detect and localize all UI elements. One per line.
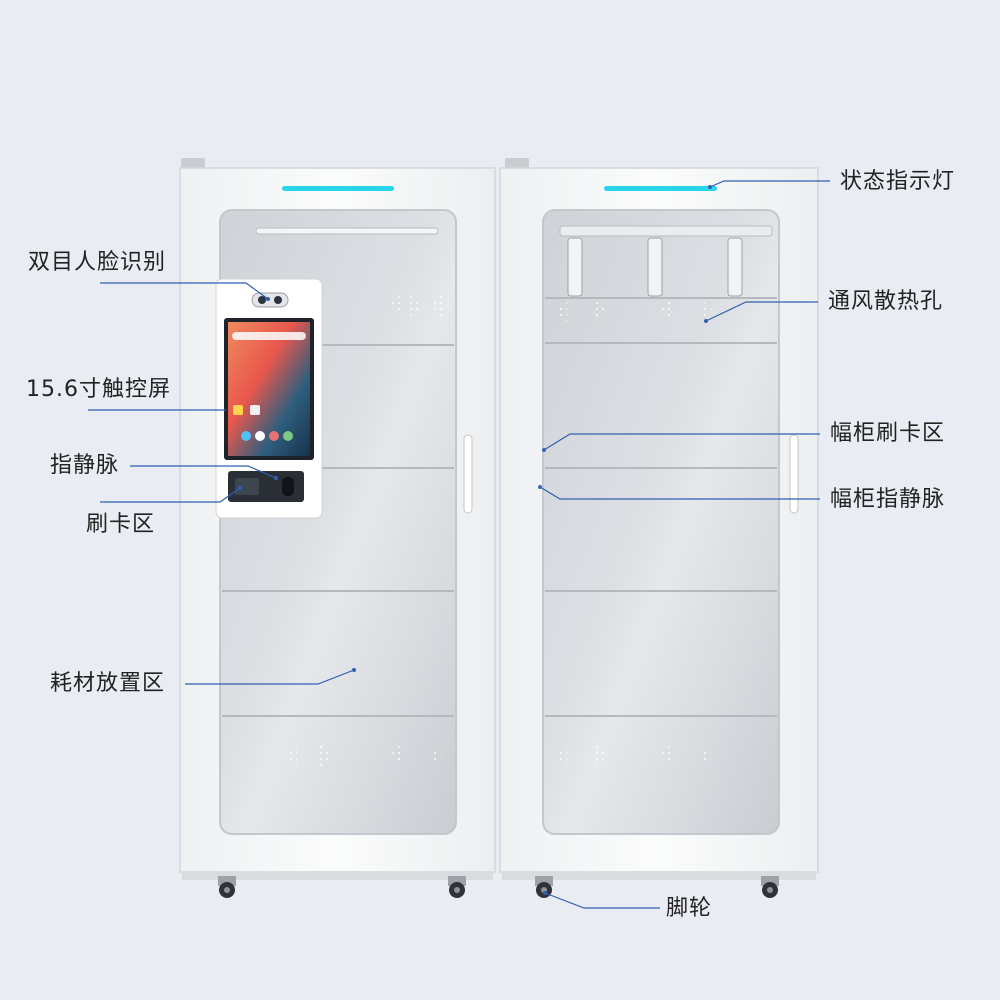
right-shelves (545, 297, 777, 717)
right-vent-holes (555, 298, 712, 767)
right-cabinet (499, 158, 819, 898)
card-reader (235, 478, 259, 495)
label-consumables-area: 耗材放置区 (50, 671, 166, 696)
leader-casters (544, 892, 660, 909)
left-caster-back (448, 876, 466, 898)
leader-endpoints (238, 185, 712, 895)
label-cabinet-card-area: 幅柜刷卡区 (830, 421, 946, 446)
leader-vent-holes (705, 301, 818, 322)
left-door-handle (463, 434, 473, 514)
left-vent-holes (285, 293, 442, 767)
leader-card-area (100, 487, 241, 503)
right-hanging-rail (559, 225, 773, 237)
right-glass-door (542, 209, 780, 835)
right-hinge-top (505, 158, 529, 170)
leader-status-light (709, 180, 830, 188)
leader-cabinet-finger-vein (539, 486, 820, 500)
leader-binocular-face (100, 282, 269, 300)
leader-lines (88, 180, 830, 909)
left-cabinet (179, 158, 496, 898)
right-door-handle (789, 434, 799, 514)
leader-consumables-area (185, 669, 355, 685)
right-caster-back (761, 876, 779, 898)
label-vent-holes: 通风散热孔 (828, 289, 944, 314)
right-status-light (604, 186, 717, 191)
label-finger-vein: 指静脉 (50, 453, 120, 478)
binocular-camera (251, 292, 289, 308)
label-binocular-face: 双目人脸识别 (28, 250, 167, 275)
right-hangers (567, 237, 743, 297)
label-card-area: 刷卡区 (86, 512, 156, 537)
touch-screen-display (228, 322, 310, 456)
left-top-lamp (255, 227, 439, 235)
left-cabinet-base (182, 872, 493, 880)
label-touchscreen: 15.6寸触控屏 (26, 377, 171, 402)
left-caster-front (218, 876, 236, 898)
right-cabinet-base (502, 872, 816, 880)
leader-finger-vein (130, 465, 277, 479)
left-status-light (282, 186, 394, 191)
leader-cabinet-card-area (543, 433, 820, 451)
label-casters: 脚轮 (666, 896, 713, 921)
screen-app-icons (233, 405, 293, 441)
finger-vein-sensor (282, 477, 294, 496)
left-hinge-top (181, 158, 205, 170)
label-cabinet-finger-vein: 幅柜指静脉 (830, 487, 946, 512)
label-status-light: 状态指示灯 (840, 169, 956, 194)
